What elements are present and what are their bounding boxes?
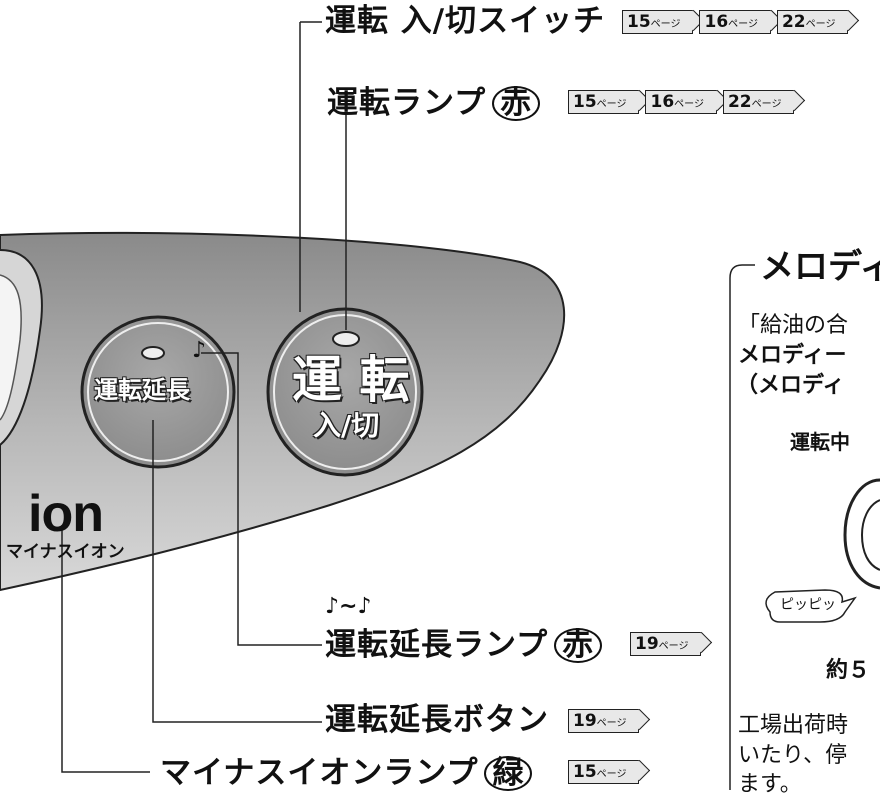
run-button-shape xyxy=(266,307,424,477)
page-ref[interactable]: 22ページ xyxy=(776,10,849,34)
melody-box-footer1: 工場出荷時 xyxy=(738,713,849,738)
page-ref[interactable]: 19ページ xyxy=(630,632,702,656)
power-switch-page-refs: 15ページ 16ページ 22ページ xyxy=(622,10,854,34)
extend-button-text-label: 運転延長ボタン xyxy=(325,702,549,738)
extend-button-shape xyxy=(80,315,236,469)
melody-box-line4: 運転中 xyxy=(790,430,850,454)
page-ref[interactable]: 22ページ xyxy=(722,90,795,114)
page-ref[interactable]: 16ページ xyxy=(645,90,717,114)
run-lamp-page-refs: 15ページ 16ページ 22ページ xyxy=(568,90,800,114)
run-lamp-label: 運転ランプ 赤 xyxy=(327,86,546,121)
page-ref[interactable]: 19ページ xyxy=(568,709,640,733)
ion-lamp-label: マイナスイオンランプ 緑 xyxy=(160,756,538,791)
extend-lamp-page-refs: 19ページ xyxy=(630,632,707,656)
leader-extend-button xyxy=(152,420,322,723)
page-ref[interactable]: 16ページ xyxy=(699,10,771,34)
melody-box-approx: 約５ xyxy=(826,658,871,683)
extend-button-page-refs: 19ページ xyxy=(568,709,645,733)
power-switch-label: 運転 入/切スイッチ xyxy=(325,6,605,37)
extend-lamp-label: 運転延長ランプ 赤 xyxy=(325,628,608,663)
speech-bubble xyxy=(765,589,857,623)
ion-logo: ion xyxy=(28,485,104,543)
melody-box-line2: メロディー xyxy=(738,343,847,368)
melody-box-line1: 「給油の合 xyxy=(738,313,849,338)
extend-lamp-color-badge: 赤 xyxy=(554,628,603,663)
page-ref[interactable]: 15ページ xyxy=(622,10,694,34)
run-button-main-text[interactable]: 運 転 xyxy=(292,351,410,409)
melody-box xyxy=(729,264,755,790)
page-ref[interactable]: 15ページ xyxy=(568,760,640,784)
melody-box-footer2: いたり、停 xyxy=(738,743,848,768)
run-lamp-shape xyxy=(332,331,360,347)
ion-sub-text: マイナスイオン xyxy=(6,542,125,562)
ion-lamp-page-refs: 15ページ xyxy=(568,760,645,784)
speech-bubble-text: ピッピッ xyxy=(780,597,836,613)
extend-note: ♪ xyxy=(192,338,207,363)
extend-button-text[interactable]: 運転延長 xyxy=(94,376,190,404)
ion-lamp-color-badge: 緑 xyxy=(484,756,533,791)
extend-button-label: 運転延長ボタン xyxy=(325,705,549,736)
power-switch-text: 運転 入/切スイッチ xyxy=(325,3,606,39)
run-button-sub-text[interactable]: 入/切 xyxy=(313,409,380,442)
leader-ion-lamp xyxy=(61,525,150,773)
page-ref[interactable]: 15ページ xyxy=(568,90,640,114)
melody-box-footer3: ます。 xyxy=(738,772,802,797)
leader-extend-lamp xyxy=(201,352,322,646)
melody-box-title: メロディ xyxy=(760,247,880,287)
extend-lamp-text: 運転延長ランプ xyxy=(325,627,549,663)
extend-lamp-shape xyxy=(141,346,165,360)
melody-box-line3: （メロディ xyxy=(736,373,845,398)
ion-lamp-text: マイナスイオンランプ xyxy=(160,755,479,791)
run-lamp-text: 運転ランプ xyxy=(327,85,487,121)
melody-note-label: ♪~♪ xyxy=(325,594,372,619)
run-lamp-color-badge: 赤 xyxy=(492,86,541,121)
